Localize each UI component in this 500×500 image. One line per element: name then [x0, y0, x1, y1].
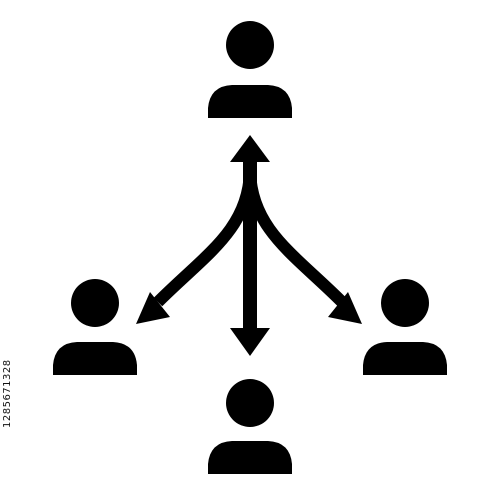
person-body-bottom	[208, 441, 292, 474]
arrowhead-right	[328, 292, 362, 324]
person-head-bottom	[226, 379, 274, 427]
arrow-shaft-right	[244, 171, 347, 307]
person-icon-top	[208, 21, 292, 118]
person-body-left	[53, 342, 137, 375]
person-head-left	[71, 279, 119, 327]
arrow-shaft-left	[153, 171, 256, 307]
person-body-top	[208, 85, 292, 118]
arrowhead-up	[230, 135, 270, 162]
arrowhead-left	[136, 292, 170, 324]
watermark-id-text: 1285671328	[2, 359, 13, 428]
person-body-right	[363, 342, 447, 375]
person-head-right	[381, 279, 429, 327]
person-icon-bottom	[208, 379, 292, 474]
person-head-top	[226, 21, 274, 69]
person-icon-right	[363, 279, 447, 375]
person-icon-left	[53, 279, 137, 375]
arrowhead-down	[230, 328, 270, 356]
distribution-arrows	[136, 135, 362, 356]
